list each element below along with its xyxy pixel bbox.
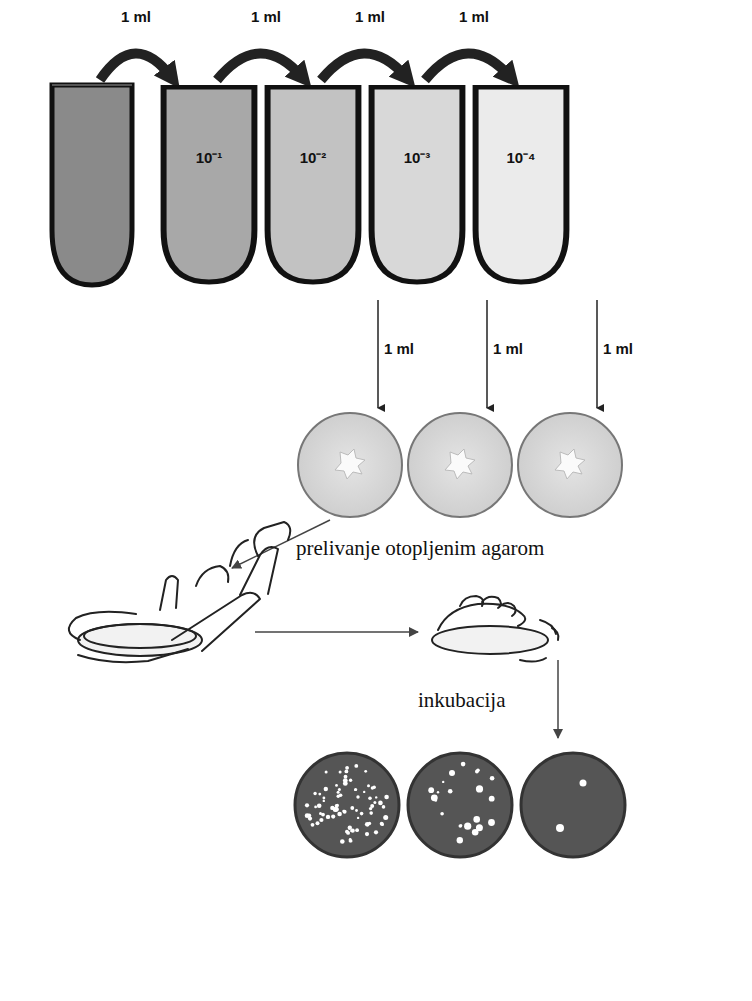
- transfer-arrow: [321, 53, 407, 80]
- tube-outline: [160, 85, 258, 285]
- test-tube: 10⁻⁴: [472, 85, 570, 285]
- volume-label: 1 ml: [459, 8, 489, 25]
- dilution-label: 10⁻²: [264, 147, 362, 167]
- volume-label: 1 ml: [251, 8, 281, 25]
- volume-label: 1 ml: [603, 340, 633, 357]
- dilution-label: 10⁻⁴: [472, 147, 570, 167]
- volume-label: 1 ml: [355, 8, 385, 25]
- dilution-label: 10⁻³: [368, 147, 466, 167]
- test-tube: 10⁻²: [264, 85, 362, 285]
- tube-outline: [264, 85, 362, 285]
- volume-label: 1 ml: [384, 340, 414, 357]
- step-label: prelivanje otopljenim agarom: [296, 536, 544, 561]
- volume-label: 1 ml: [493, 340, 523, 357]
- tube-outline: [368, 85, 466, 285]
- dilution-label: 10⁻¹: [160, 147, 258, 167]
- tube-outline: [472, 85, 570, 285]
- step-label: inkubacija: [418, 688, 505, 713]
- volume-label: 1 ml: [121, 8, 151, 25]
- transfer-arrow: [217, 53, 303, 80]
- transfer-arrow: [425, 53, 511, 80]
- test-tube: 10⁻³: [368, 85, 466, 285]
- test-tube: 10⁻¹: [160, 85, 258, 285]
